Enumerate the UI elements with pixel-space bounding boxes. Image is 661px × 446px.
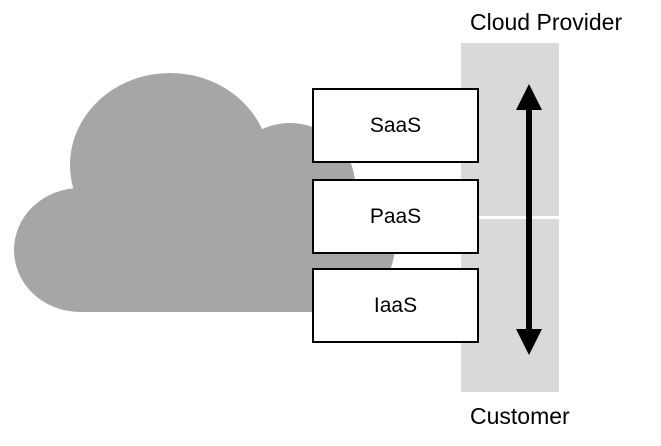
cloud-provider-label: Cloud Provider bbox=[470, 9, 623, 35]
double-headed-vertical-arrow bbox=[516, 84, 542, 355]
paas-box: PaaS bbox=[312, 179, 479, 254]
iaas-label: IaaS bbox=[373, 293, 418, 317]
saas-label: SaaS bbox=[369, 113, 422, 137]
customer-label: Customer bbox=[470, 403, 570, 429]
saas-box: SaaS bbox=[312, 88, 479, 163]
iaas-box: IaaS bbox=[312, 268, 479, 343]
paas-label: PaaS bbox=[369, 204, 422, 228]
